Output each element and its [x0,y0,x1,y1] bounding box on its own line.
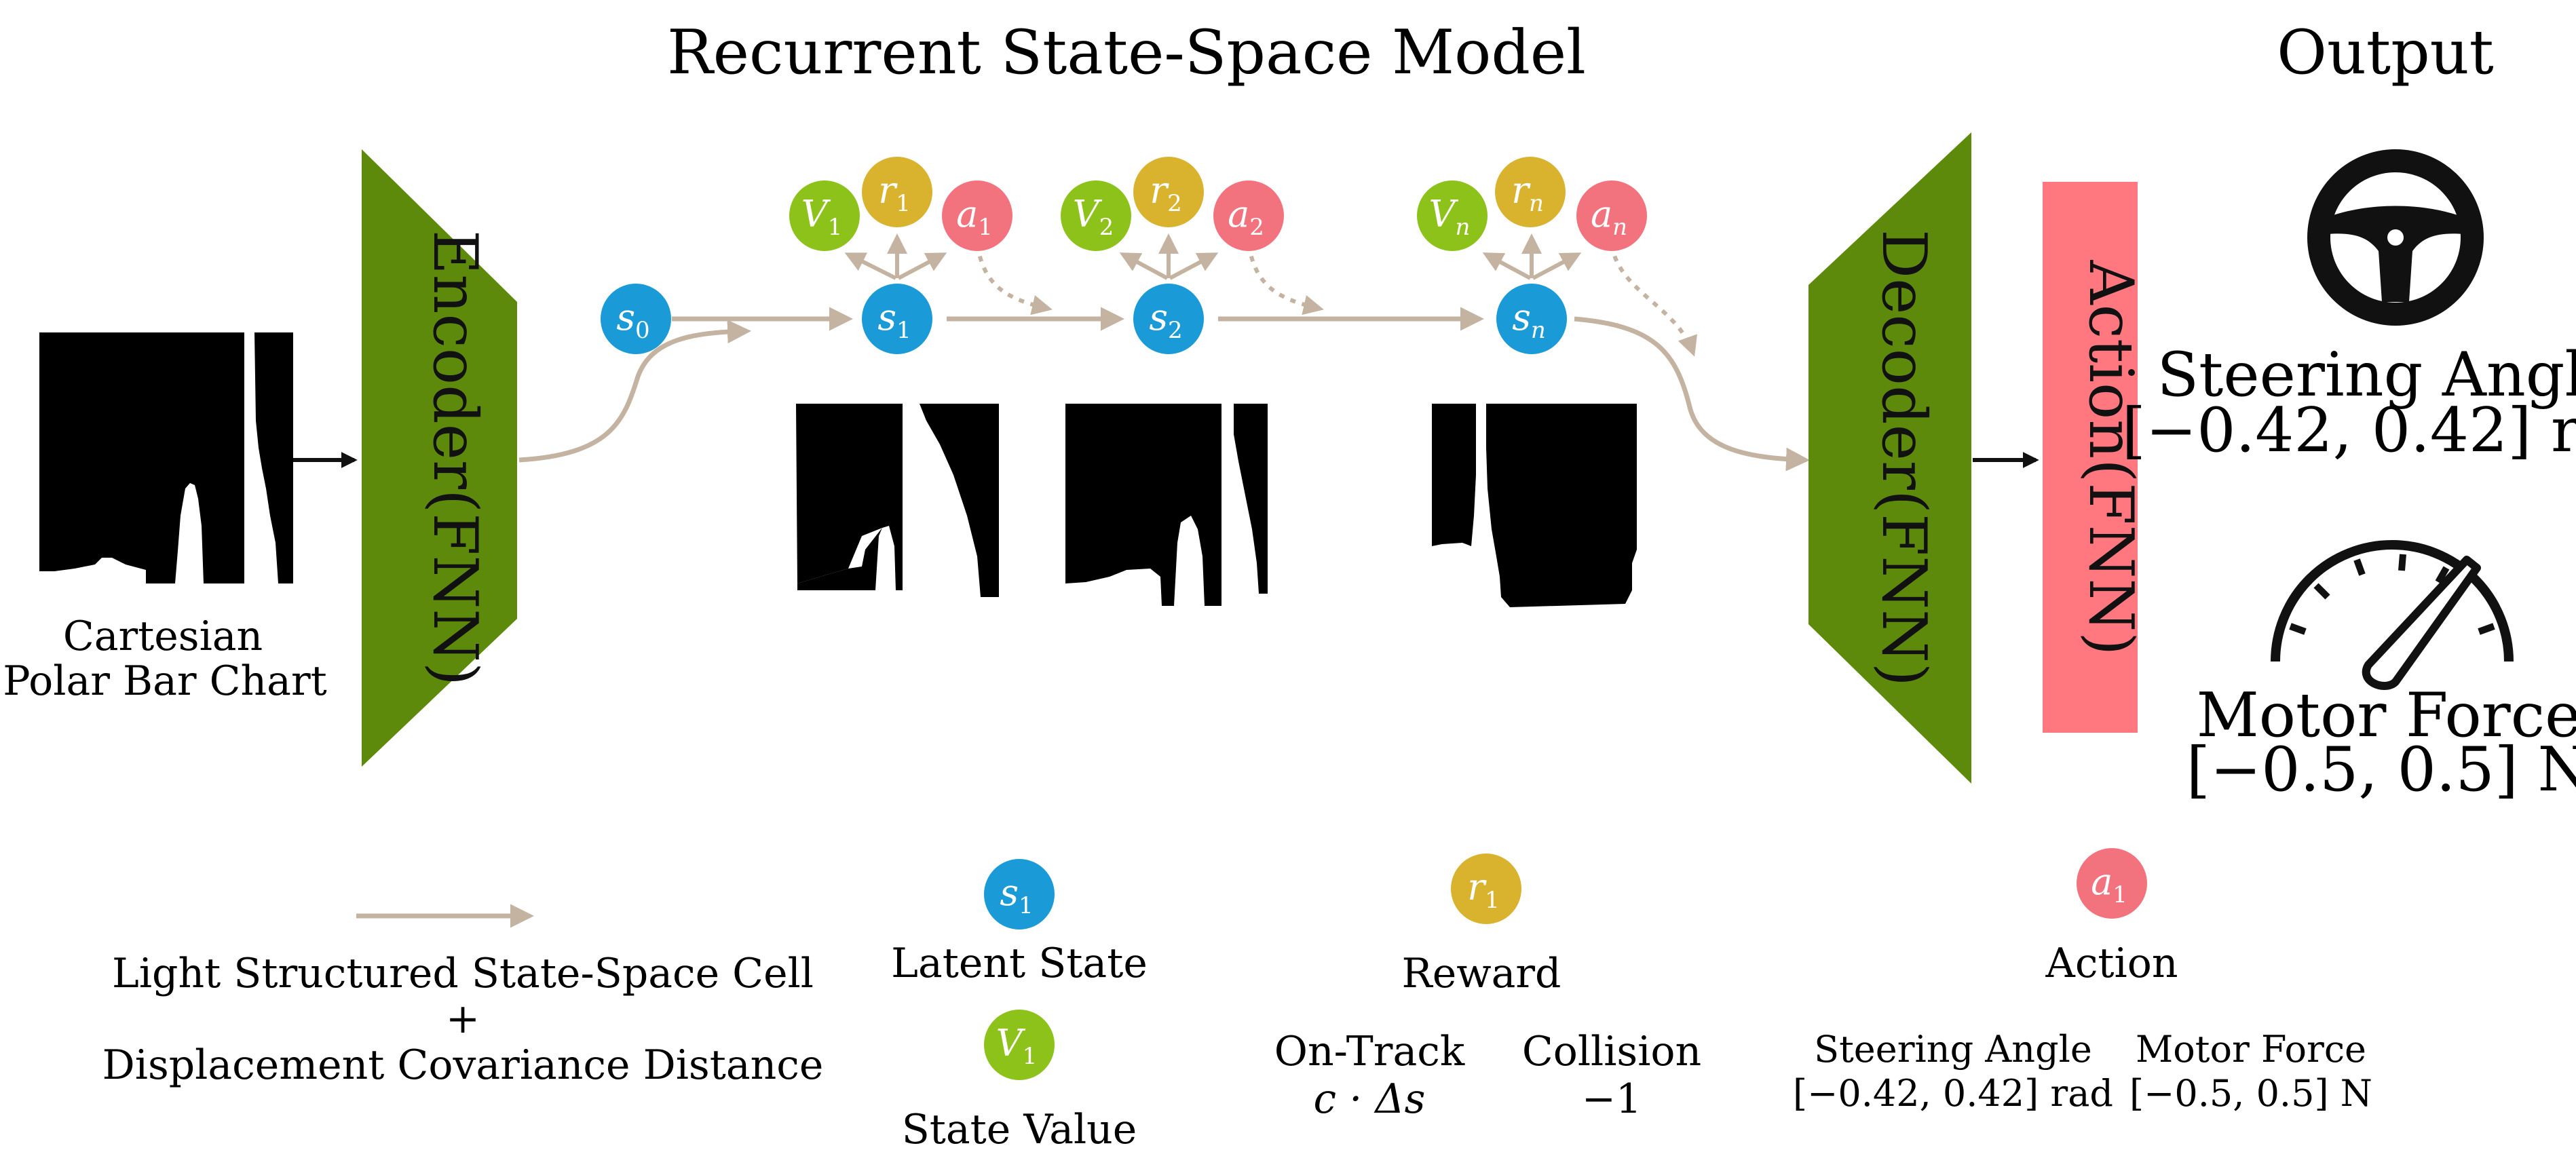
node-rn: rn [1495,157,1566,227]
encoder-label: Encoder(FNN) [419,230,491,686]
legend-reward-node-symbol: r1 [1467,866,1499,914]
a1-feedback-arrow [975,244,1053,315]
node-an-symbol: an [1591,193,1627,241]
input-label-line2: Polar Bar Chart [3,657,327,705]
speedometer-icon [2271,540,2514,690]
output-title: Output [2277,17,2494,88]
legend-latent-node-circle [984,859,1055,930]
node-v2-symbol: V2 [1073,193,1114,241]
node-sn: sn [1496,284,1567,354]
node-s1-circle [862,284,932,354]
legend-reward-label: Reward [1402,950,1561,997]
node-sn-symbol: sn [1512,296,1546,344]
node-v1-circle [789,180,860,251]
a2-feedback-arrow [1247,244,1324,315]
action-block [2043,182,2138,733]
legend-value-label: State Value [902,1106,1137,1153]
node-a2-symbol: a2 [1228,193,1264,241]
legend-action-label: Action [2045,940,2178,987]
s1-output-branches [844,233,947,280]
state-to-decoder-curve [1574,316,1810,472]
legend-value-node: V1 [984,1010,1055,1080]
node-r2: r2 [1133,157,1204,227]
node-v1-symbol: V1 [801,193,843,241]
node-a1-symbol: a1 [956,193,993,241]
legend-latent-node-symbol: s1 [1000,871,1033,919]
legend-steering-range: [−0.42, 0.42] rad [1793,1072,2113,1115]
node-a1: a1 [942,180,1012,251]
node-rn-circle [1495,157,1566,227]
node-v1: V1 [789,180,860,251]
steering-wheel-icon [2307,149,2484,326]
legend-on-track-label: On-Track [1274,1028,1465,1075]
legend-motor-label: Motor Force [2136,1028,2366,1071]
node-s2: s2 [1133,284,1204,354]
node-s1: s1 [862,284,932,354]
legend-collision-label: Collision [1522,1028,1701,1075]
node-vn: Vn [1417,180,1488,251]
legend-reward-node: r1 [1451,854,1521,924]
node-vn-symbol: Vn [1429,193,1471,241]
sn-output-branches [1482,233,1582,280]
node-an: an [1576,180,1647,251]
output-motor-label: Motor Force [2197,680,2576,751]
legend-steering-label: Steering Angle [1814,1028,2092,1071]
legend-collision-value: −1 [1582,1075,1642,1123]
node-vn-circle [1417,180,1488,251]
legend-cell-line1: Light Structured State-Space Cell [112,950,814,997]
input-label-line1: Cartesian [63,613,263,660]
legend-action-node-symbol: a1 [2091,860,2127,908]
node-a2: a2 [1213,180,1284,251]
node-r2-symbol: r2 [1150,169,1181,217]
legend-on-track-formula: c · Δs [1314,1075,1426,1123]
node-r1-circle [862,157,932,227]
output-steering-label: Steering Angle [2157,339,2576,410]
decoder-label: Decoder(FNN) [1868,229,1939,687]
node-a1-circle [942,180,1012,251]
node-an-circle [1576,180,1647,251]
legend-value-node-circle [984,1010,1055,1080]
legend-cell-plus: + [446,995,480,1043]
node-s2-circle [1133,284,1204,354]
node-s2-symbol: s2 [1149,296,1182,344]
an-feedback-arrow [1610,244,1698,357]
node-a2-circle [1213,180,1284,251]
node-s1-symbol: s1 [877,296,911,344]
legend-reward-node-circle [1451,854,1521,924]
encoder-to-state-curve [518,320,751,463]
legend-cell-line2: Displacement Covariance Distance [102,1041,824,1089]
node-r2-circle [1133,157,1204,227]
node-s0-symbol: s0 [616,296,649,344]
node-v2-circle [1061,180,1131,251]
node-v2: V2 [1061,180,1131,251]
output-steering-range: [−0.42, 0.42] rad [2122,395,2576,466]
action-block-label: Action(FNN) [2075,260,2146,656]
legend-value-node-symbol: V1 [996,1022,1038,1070]
node-s0-circle [601,284,671,354]
predicted-image-2 [1065,404,1268,606]
legend-action-node: a1 [2077,848,2147,919]
encoder-block [362,149,517,767]
node-rn-symbol: rn [1511,169,1544,217]
node-r1-symbol: r1 [878,169,910,217]
node-sn-circle [1496,284,1567,354]
legend-motor-range: [−0.5, 0.5] N [2129,1072,2372,1115]
input-polar-bar-chart [39,332,293,583]
output-motor-range: [−0.5, 0.5] N [2186,734,2576,805]
legend-action-node-circle [2077,848,2147,919]
node-r1: r1 [862,157,932,227]
predicted-image-3 [1432,404,1637,607]
legend-latent-node: s1 [984,859,1055,930]
model-title: Recurrent State-Space Model [667,17,1586,88]
decoder-block [1808,132,1971,784]
node-s0: s0 [601,284,671,354]
legend-latent-label: Latent State [891,940,1148,987]
s2-output-branches [1119,233,1219,280]
predicted-image-1 [796,404,999,597]
